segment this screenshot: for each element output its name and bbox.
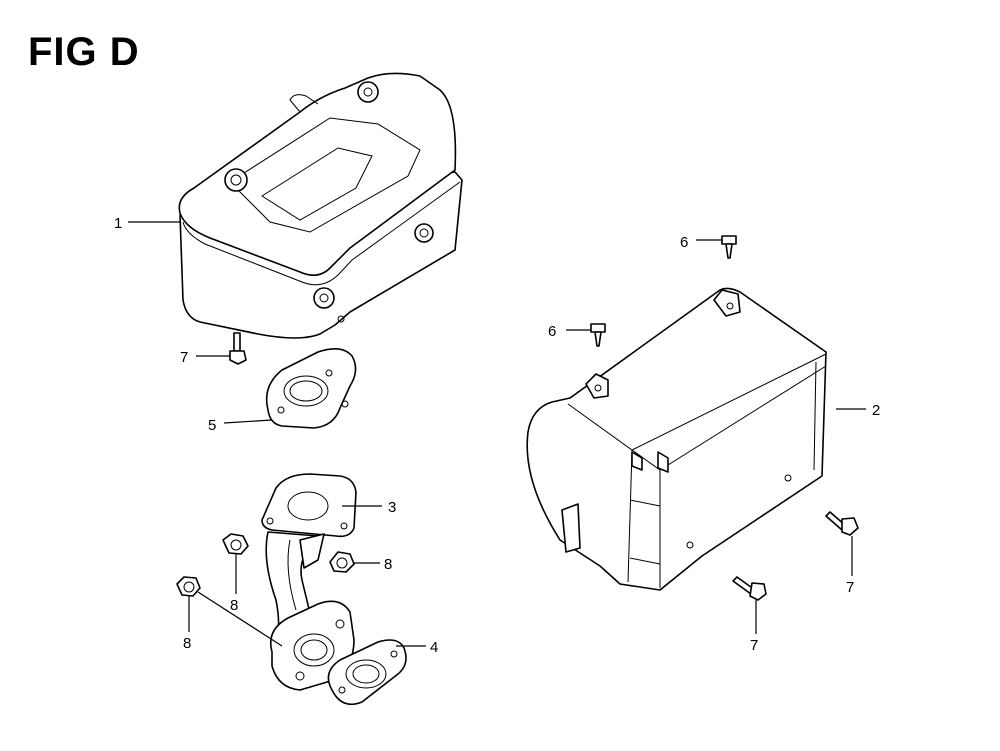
callout-7-protector-left: 7 (750, 637, 758, 654)
callout-7-muffler: 7 (180, 349, 188, 366)
callout-6-upper: 6 (680, 234, 688, 251)
flange-nut-part[interactable] (176, 576, 201, 597)
muffler-gasket-part[interactable] (265, 348, 357, 429)
callout-8-middle: 8 (230, 597, 238, 614)
figure-title: FIG D (28, 30, 140, 74)
exhaust-pipe-part[interactable] (261, 473, 357, 691)
hex-bolt-part[interactable] (825, 511, 859, 536)
callout-1: 1 (114, 215, 122, 232)
tapping-screw-part[interactable] (721, 235, 737, 259)
callout-3: 3 (388, 499, 396, 516)
callout-6-lower: 6 (548, 323, 556, 340)
flange-nut-part[interactable] (329, 551, 355, 573)
tapping-screw-part[interactable] (590, 323, 606, 347)
callout-8-right: 8 (384, 556, 392, 573)
leader-lines (128, 221, 866, 647)
callout-5: 5 (208, 417, 216, 434)
callout-2: 2 (872, 402, 880, 419)
flange-nut-part[interactable] (222, 533, 249, 555)
muffler-protector-part[interactable] (526, 287, 827, 591)
hex-bolt-part[interactable] (732, 576, 767, 601)
muffler-part[interactable] (178, 72, 463, 339)
callout-8-left: 8 (183, 635, 191, 652)
exhaust-gasket-part[interactable] (327, 639, 407, 706)
callout-7-protector-right: 7 (846, 579, 854, 596)
hex-bolt-part[interactable] (229, 332, 247, 365)
callout-4: 4 (430, 639, 438, 656)
